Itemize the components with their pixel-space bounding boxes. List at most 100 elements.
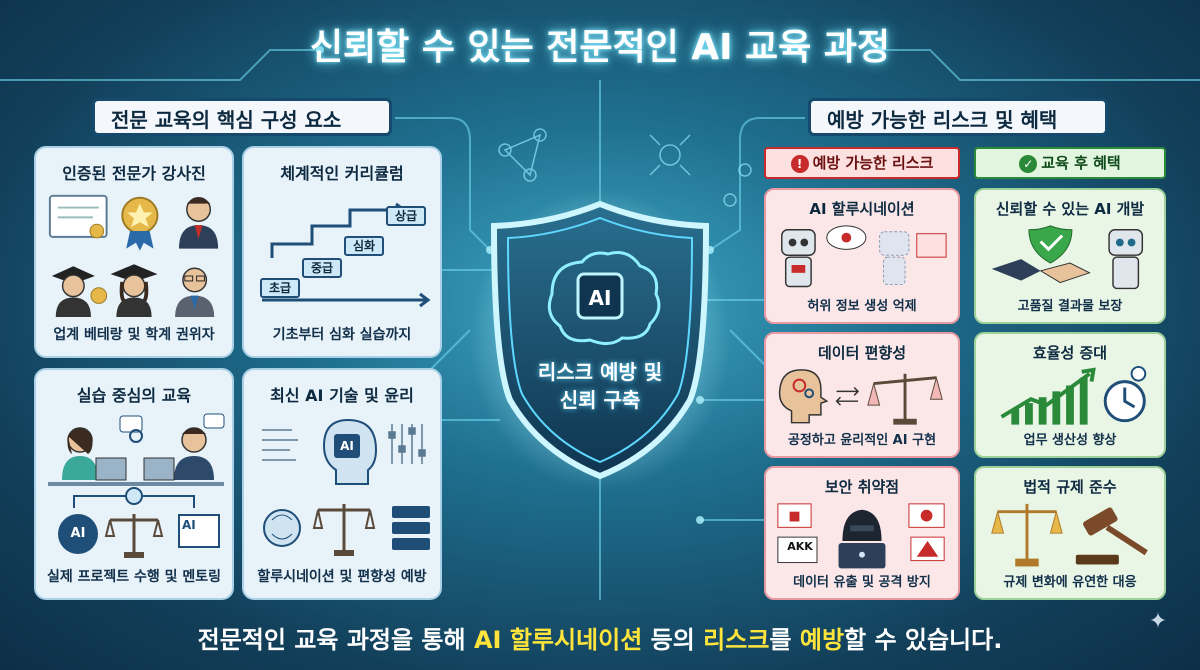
shield-graphic <box>470 190 730 490</box>
level-expert: 상급 <box>386 206 426 226</box>
card-title: 보안 취약점 <box>824 478 900 496</box>
gear-icon <box>129 429 143 443</box>
shield-ai-badge: AI <box>588 286 612 310</box>
handshake-icon <box>991 259 1091 284</box>
risk-column-header: !예방 가능한 리스크 <box>764 147 960 179</box>
gear-icon <box>125 487 143 505</box>
scale-icon <box>312 504 376 556</box>
trust-illustration <box>991 225 1144 290</box>
card-caption: 기초부터 심화 실습까지 <box>272 327 412 343</box>
footer-text-3: 를 <box>769 626 800 654</box>
growth-chart-icon <box>1011 377 1088 425</box>
graduate-woman-icon <box>110 264 158 318</box>
card-hands-on: 실습 중심의 교육 <box>34 368 234 600</box>
hacker-icon <box>838 509 886 569</box>
gavel-icon <box>1075 507 1148 565</box>
bias-illustration <box>778 369 943 425</box>
risk-card-hallucination: AI 할루시네이션 허위 정보 생성 억제 <box>764 188 960 324</box>
graduate-person-icon <box>51 266 108 318</box>
brain-icon <box>263 509 301 547</box>
level-advanced: 심화 <box>344 236 384 256</box>
right-section-label: 예방 가능한 리스크 및 혜택 <box>808 98 1108 136</box>
brain-icon <box>547 251 661 345</box>
check-shield-icon <box>1028 225 1073 264</box>
card-caption: 업무 생산성 향상 <box>1023 433 1117 448</box>
card-caption: 업계 베테랑 및 학계 권위자 <box>53 327 215 343</box>
scale-icon <box>867 373 943 425</box>
card-title: 효율성 증대 <box>1032 344 1108 362</box>
student-woman-icon <box>62 427 127 481</box>
risk-card-bias: 데이터 편향성 공정하고 윤리적인 AI 구현 <box>764 332 960 458</box>
card-caption: 규제 변화에 유연한 대응 <box>1003 575 1137 590</box>
footer-text-1: 전문적인 교육 과정을 통해 <box>197 626 474 654</box>
ai-ethics-illustration: AI <box>252 410 432 558</box>
level-intermediate: 중급 <box>302 258 342 278</box>
benefit-column-header: ✓교육 후 혜택 <box>974 147 1166 179</box>
expert-person-icon <box>178 197 219 249</box>
card-caption: 공정하고 윤리적인 AI 구현 <box>787 433 937 448</box>
warning-icon: ! <box>790 155 809 173</box>
card-caption: 실제 프로젝트 수행 및 멘토링 <box>46 569 222 585</box>
ai-chip-badge: AI <box>58 514 98 554</box>
curriculum-staircase: 초급 중급 심화 상급 <box>252 188 432 316</box>
card-caption: 허위 정보 생성 억제 <box>807 299 917 314</box>
ai-document-badge: AI <box>178 514 220 548</box>
card-curriculum: 체계적인 커리큘럼 초급 중급 심화 상급 기초부터 심화 실습까지 <box>242 146 442 358</box>
award-medal-icon <box>121 196 159 251</box>
card-title: 체계적인 커리큘럼 <box>280 164 404 183</box>
swap-arrows-icon <box>835 386 860 406</box>
shield-caption-line2: 신뢰 구축 <box>559 388 641 412</box>
footer-highlight-prevention: 예방 <box>799 626 845 654</box>
footer-highlight-risk: 리스크 <box>703 626 770 654</box>
card-title: 법적 규제 준수 <box>1023 478 1117 496</box>
page-title: 신뢰할 수 있는 전문적인 AI 교육 과정 <box>309 27 891 68</box>
risk-card-security: 보안 취약점 AKK 데이터 유출 및 공격 방지 <box>764 466 960 600</box>
level-beginner: 초급 <box>260 278 300 298</box>
professor-person-icon <box>175 267 215 318</box>
benefit-card-trustworthy-ai: 신뢰할 수 있는 AI 개발 고품질 결과물 보장 <box>974 188 1166 324</box>
card-caption: 고품질 결과물 보장 <box>1017 299 1123 314</box>
card-title: AI 할루시네이션 <box>809 200 915 218</box>
benefit-card-compliance: 법적 규제 준수 규제 변화에 유연한 대응 <box>974 466 1166 600</box>
ai-chip-badge: AI <box>334 434 360 458</box>
robot-icon <box>781 229 816 288</box>
distorted-robot-icon <box>879 231 910 286</box>
robot-icon <box>1108 229 1144 290</box>
warning-screen-icon <box>777 536 818 564</box>
scale-icon <box>104 514 164 558</box>
footer-text-4: 할 수 있습니다. <box>844 626 1003 654</box>
head-gears-icon <box>778 369 829 424</box>
compliance-illustration <box>991 503 1148 567</box>
server-stack-icon <box>392 506 430 550</box>
experts-illustration <box>48 194 219 318</box>
card-title: 신뢰할 수 있는 AI 개발 <box>995 200 1145 218</box>
hands-on-illustration: AI AI <box>44 410 225 558</box>
footer-message: 전문적인 교육 과정을 통해 AI 할루시네이션 등의 리스크를 예방할 수 있… <box>0 620 1200 655</box>
card-title: 데이터 편향성 <box>817 344 907 362</box>
shield-caption: 리스크 예방 및 신뢰 구축 <box>500 358 700 414</box>
left-section-label: 전문 교육의 핵심 구성 요소 <box>92 98 392 136</box>
hacker-screen-text: AKK <box>787 540 813 553</box>
risk-column-label: 예방 가능한 리스크 <box>812 154 934 172</box>
security-illustration <box>777 503 945 569</box>
hallucination-illustration <box>781 225 947 288</box>
map-icon <box>916 233 947 258</box>
card-expert-instructors: 인증된 전문가 강사진 <box>34 146 234 358</box>
checkmark-icon: ✓ <box>1019 155 1038 173</box>
benefit-column-label: 교육 후 혜택 <box>1041 154 1121 172</box>
card-caption: 할루시네이션 및 편향성 예방 <box>257 569 427 585</box>
card-ai-ethics: 최신 AI 기술 및 윤리 <box>242 368 442 600</box>
efficiency-illustration <box>1000 365 1147 425</box>
benefit-card-efficiency: 효율성 증대 업무 생산성 향상 <box>974 332 1166 458</box>
mentor-man-icon <box>143 427 214 481</box>
card-title: 최신 AI 기술 및 윤리 <box>270 386 414 405</box>
shield-caption-line1: 리스크 예방 및 <box>537 360 663 384</box>
sparkle-icon: ✦ <box>1148 609 1168 634</box>
footer-text-2: 등의 <box>642 626 704 654</box>
scale-icon <box>991 503 1063 567</box>
chat-bubble-icon <box>203 413 225 429</box>
clock-icon <box>1103 365 1147 423</box>
card-title: 인증된 전문가 강사진 <box>62 164 206 183</box>
card-caption: 데이터 유출 및 공격 방지 <box>793 575 931 590</box>
card-title: 실습 중심의 교육 <box>76 386 192 405</box>
